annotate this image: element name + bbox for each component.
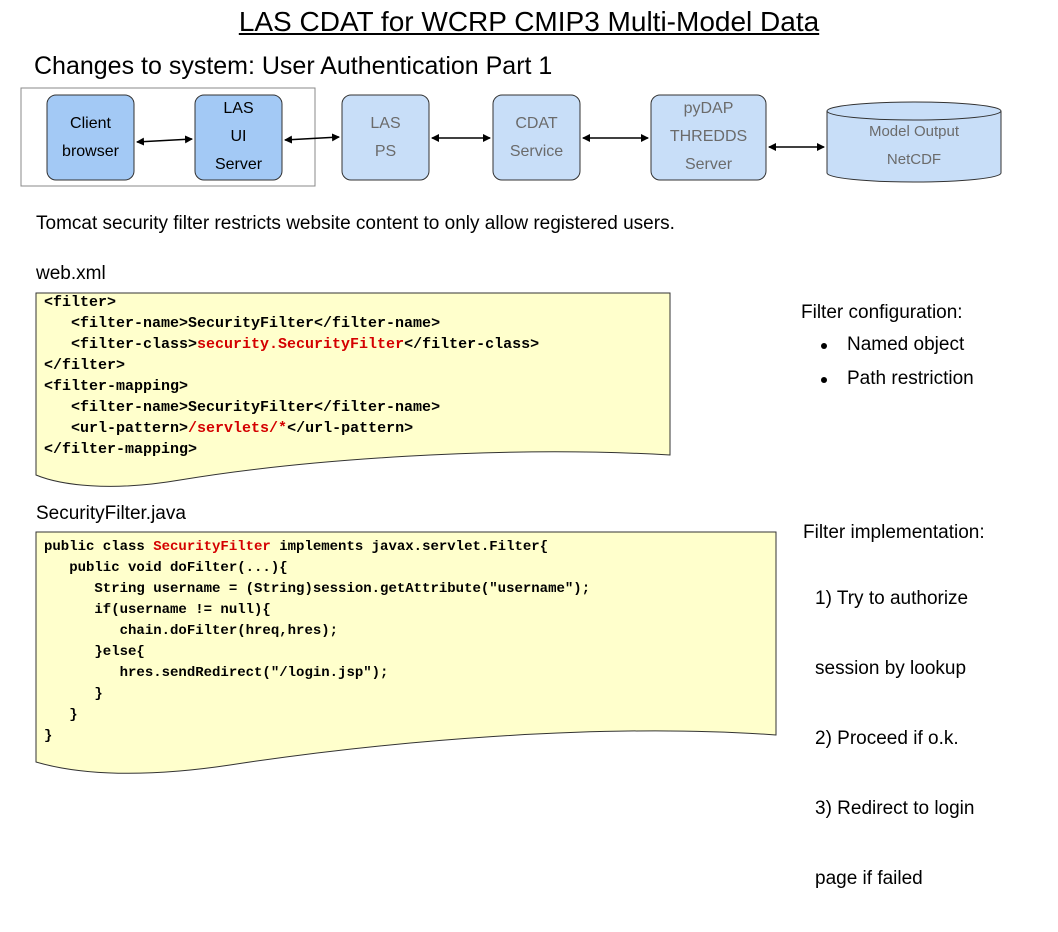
filter-config-panel: Filter configuration: Named object Path … <box>801 302 974 396</box>
webxml-file-label: web.xml <box>36 263 106 284</box>
webxml-code-line: <filter-class>security.SecurityFilter</f… <box>44 336 540 353</box>
cdat-service-box <box>492 94 581 181</box>
webxml-code-line: <filter> <box>44 294 117 311</box>
java-code-line: } <box>44 686 103 702</box>
java-code-line: hres.sendRedirect("/login.jsp"); <box>44 665 389 681</box>
filter-config-heading: Filter configuration: <box>801 302 963 323</box>
filter-impl-step: session by lookup <box>815 658 967 679</box>
java-code-line: String username = (String)session.getAtt… <box>44 581 591 597</box>
description-text: Tomcat security filter restricts website… <box>36 213 675 234</box>
filter-impl-step: page if failed <box>815 868 923 889</box>
java-code-line: } <box>44 707 78 723</box>
java-code-line: public class SecurityFilter implements j… <box>44 539 549 555</box>
java-note-shape <box>35 531 777 774</box>
pydap-thredds-server-box <box>650 94 767 181</box>
webxml-code-line: <filter-name>SecurityFilter</filter-name… <box>44 399 441 416</box>
webxml-note-shape <box>35 292 671 487</box>
java-code-line: } <box>44 728 53 744</box>
filter-config-item: Named object <box>821 328 974 362</box>
page-subtitle: Changes to system: User Authentication P… <box>34 52 553 80</box>
filter-impl-step: 3) Redirect to login <box>815 798 975 819</box>
webxml-code-line: </filter> <box>44 357 126 374</box>
arrow-client-ui <box>136 135 193 146</box>
model-output-database-icon <box>826 101 1002 183</box>
java-code-block: public class SecurityFilter implements j… <box>44 537 590 747</box>
las-ps-box <box>341 94 430 181</box>
filter-config-item: Path restriction <box>821 362 974 396</box>
bullet-icon <box>821 343 827 349</box>
page-title: LAS CDAT for WCRP CMIP3 Multi-Model Data <box>238 6 820 37</box>
java-file-label: SecurityFilter.java <box>36 503 186 524</box>
arrow-ui-ps <box>284 133 340 144</box>
filter-impl-step: 1) Try to authorize <box>815 588 969 609</box>
webxml-code-line: <url-pattern>/servlets/*</url-pattern> <box>44 420 414 437</box>
java-code-line: chain.doFilter(hreq,hres); <box>44 623 339 639</box>
webxml-code-line: <filter-name>SecurityFilter</filter-name… <box>44 315 441 332</box>
architecture-diagram <box>20 87 1002 774</box>
las-ui-server-box <box>194 94 283 181</box>
client-browser-box <box>46 94 135 181</box>
webxml-code-block: <filter> <filter-name>SecurityFilter</fi… <box>44 292 539 460</box>
bullet-icon <box>821 377 827 383</box>
filter-impl-heading: Filter implementation: <box>803 522 985 543</box>
filter-impl-step: 2) Proceed if o.k. <box>815 728 959 749</box>
java-code-line: }else{ <box>44 644 145 660</box>
filter-impl-steps: 1) Try to authorize session by lookup 2)… <box>815 546 985 932</box>
java-code-line: if(username != null){ <box>44 602 271 618</box>
java-code-line: public void doFilter(...){ <box>44 560 288 576</box>
webxml-code-line: </filter-mapping> <box>44 441 198 458</box>
filter-impl-panel: Filter implementation: 1) Try to authori… <box>803 522 985 932</box>
filter-config-list: Named object Path restriction <box>821 328 974 396</box>
webxml-code-line: <filter-mapping> <box>44 378 189 395</box>
